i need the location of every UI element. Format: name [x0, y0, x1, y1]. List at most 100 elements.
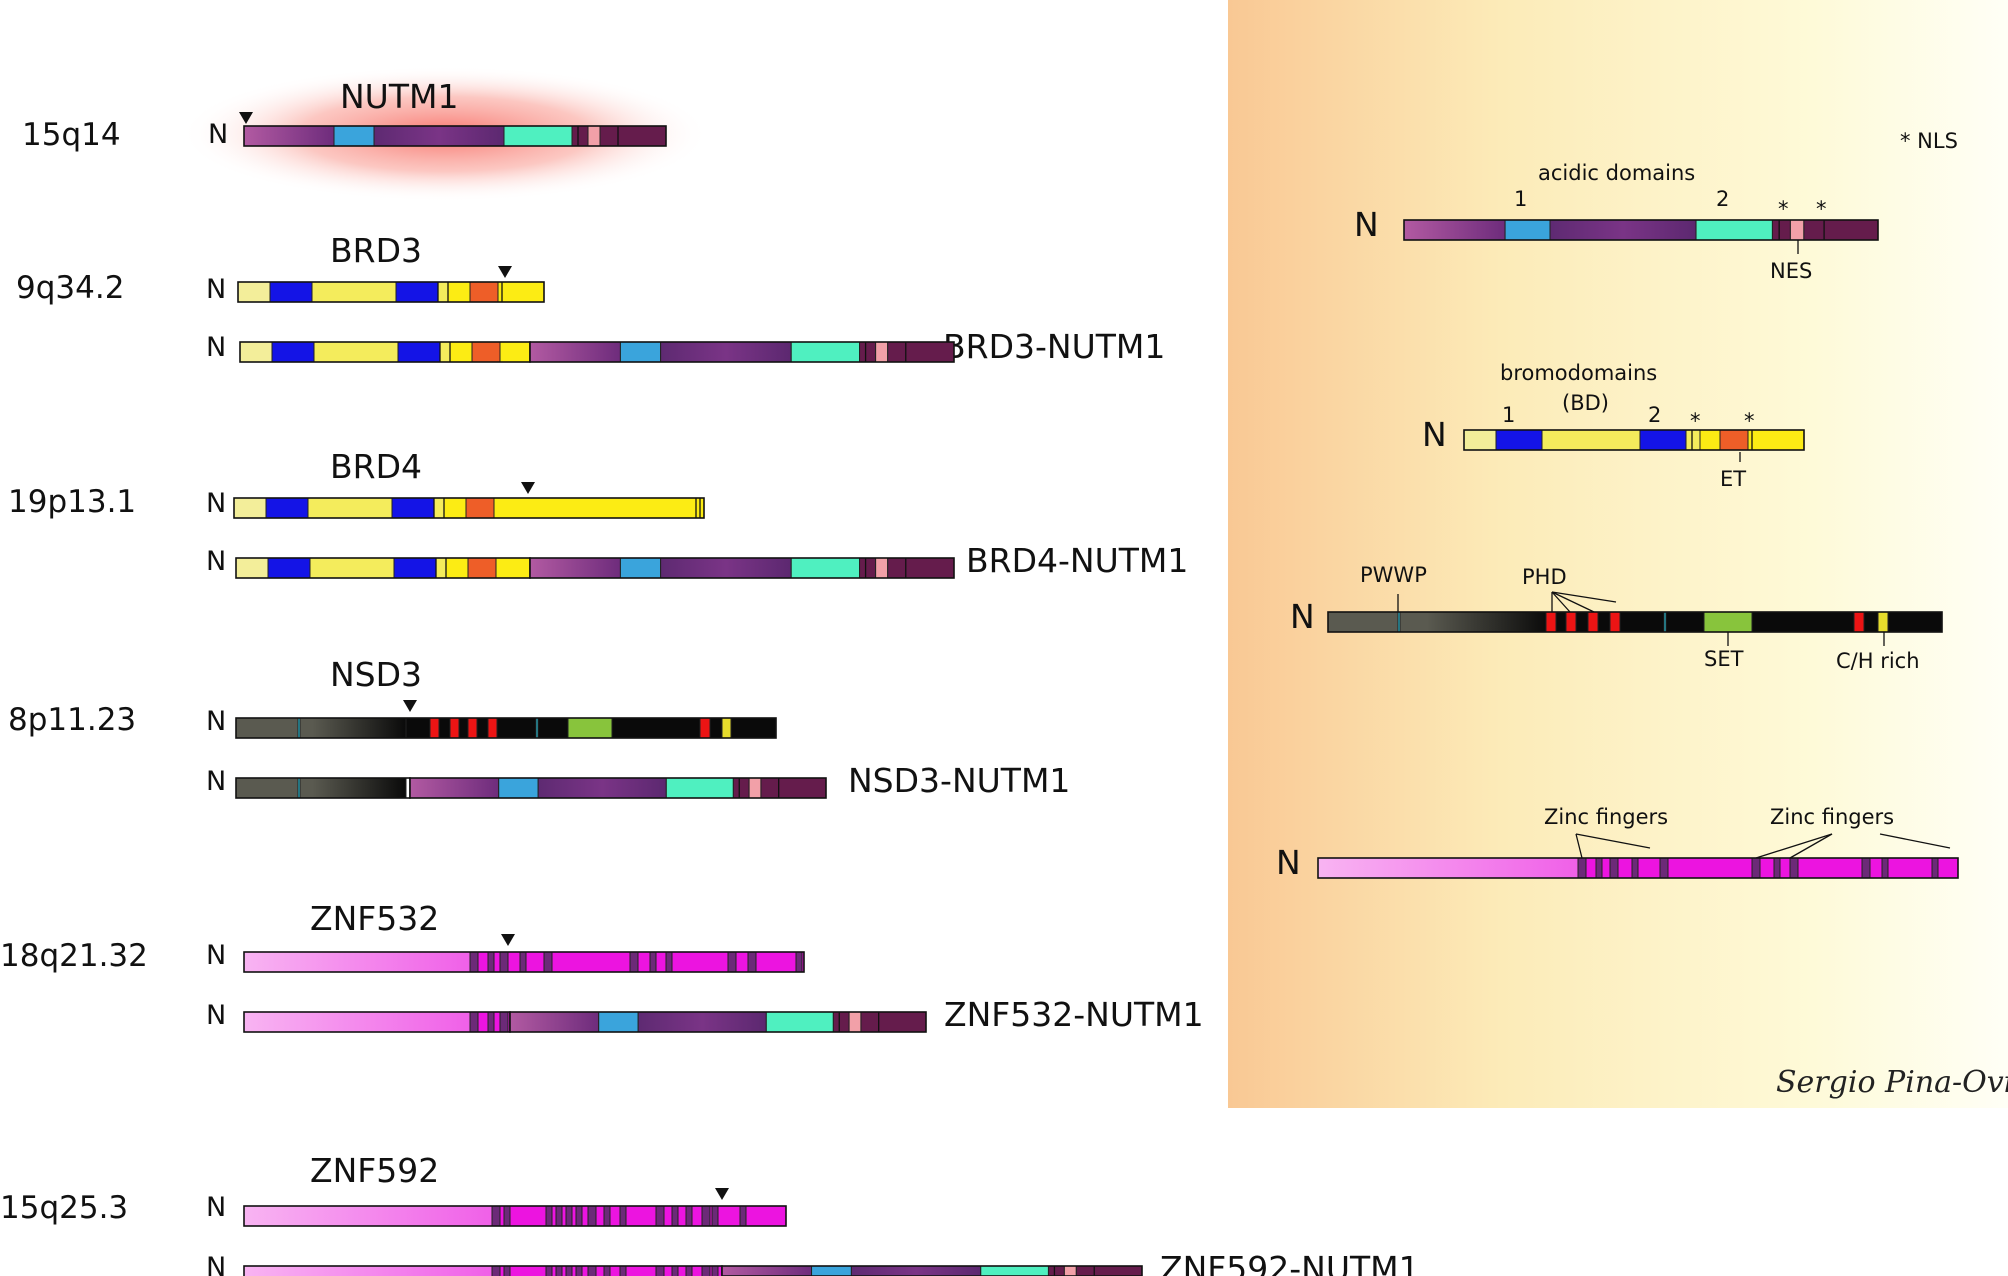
znf592-wt-zinc-finger-11 [671, 1205, 679, 1227]
brd3-fusion-linker [449, 341, 473, 363]
gene-name-brd4: BRD4 [330, 447, 422, 486]
brd4-fusion-inter-bd [309, 557, 395, 579]
znf592-wt-zinc-finger-8 [603, 1205, 611, 1227]
znf532-fusion-nutm1-nes-region [848, 1011, 862, 1033]
znf532-fusion-nutm1-acidic-domain-2 [765, 1011, 834, 1033]
legend-n-terminus-nutm1: N [1354, 205, 1379, 244]
znf592-wt-zinc-finger-10 [655, 1205, 665, 1227]
legend-nsd-set-domain [1703, 611, 1753, 633]
protein-bars [233, 112, 1959, 1276]
znf592-fusion-zinc-finger-4 [555, 1265, 563, 1276]
legend-brd-outline [1463, 429, 1805, 451]
legend-nsd-phd-4 [1609, 611, 1621, 633]
znf532-fusion-nutm1-central-region [637, 1011, 767, 1033]
nsd3-wt-phd-1 [429, 717, 440, 739]
legend-n-terminus-brd: N [1422, 415, 1447, 454]
znf592-wt-zinc-finger-7 [587, 1205, 597, 1227]
nutm1-wt-nutm1-acidic-domain-2 [503, 125, 573, 147]
legend-znf-zinc-finger-11 [1931, 857, 1939, 879]
znf592-fusion-zinc-finger-3 [545, 1265, 553, 1276]
gene-name-znf592: ZNF592 [310, 1151, 439, 1190]
brd3-fusion-bromodomain-1 [271, 341, 315, 363]
znf592-fusion-n-region [243, 1265, 493, 1276]
znf592-fusion-zinc-finger-13 [701, 1265, 711, 1276]
legend-nsd-phd-1 [1545, 611, 1557, 633]
n-terminus-znf592: N [206, 1192, 226, 1223]
fusion-name-brd3-nutm1: BRD3-NUTM1 [943, 327, 1165, 366]
znf592-wt-zinc-finger-9 [619, 1205, 627, 1227]
znf592-fusion-zinc-finger-5 [565, 1265, 573, 1276]
brd4-wt-bromodomain-1 [265, 497, 309, 519]
legend-phd-leader-4 [1551, 591, 1617, 603]
bromodomain-number-2: 2 [1648, 403, 1661, 427]
legend-brd-bromodomain-1 [1495, 429, 1543, 451]
brd3-fusion-nls-1 [439, 341, 451, 363]
brd3-fusion-n-terminal [239, 341, 273, 363]
nutm1-wt-nutm1-nes-region [587, 125, 601, 147]
legend-brd-linker [1699, 429, 1721, 451]
znf592-wt-zinc-finger-4 [555, 1205, 563, 1227]
zinc-fingers-label-2: Zinc fingers [1770, 805, 1894, 829]
znf592-fusion-znf-outline [243, 1265, 723, 1276]
legend-nutm1-nutm1-linker [1771, 219, 1791, 241]
locus-label-nsd3: 8p11.23 [8, 702, 136, 738]
znf592-fusion-zinc-finger-10 [655, 1265, 665, 1276]
znf532-fusion-zinc-finger-1 [469, 1011, 479, 1033]
znf532-wt-zinc-finger-5 [543, 951, 553, 973]
znf592-wt-zinc-finger-6 [575, 1205, 583, 1227]
legend-zinc1-leader-2 [1575, 833, 1651, 849]
gene-name-nsd3: NSD3 [330, 655, 422, 694]
pwwp-label: PWWP [1360, 563, 1427, 587]
nsd3-fusion-nutm1-acidic-domain-2 [665, 777, 734, 799]
brd4-wt-bromodomain-2 [391, 497, 435, 519]
brd4-fusion-n-terminal [235, 557, 269, 579]
nsd3-wt-phd-5 [699, 717, 711, 739]
legend-nsd-phd-3 [1587, 611, 1599, 633]
brd4-fusion-nutm1-c-terminal-region [887, 557, 955, 579]
legend-nutm1-nutm1-acidic-domain-1 [1504, 219, 1551, 241]
znf592-wt-zinc-finger-14 [711, 1205, 719, 1227]
brd3-wt-outline [237, 281, 545, 303]
znf592-wt-zinc-finger-1 [491, 1205, 501, 1227]
set-domain-label: SET [1704, 647, 1744, 671]
fusion-name-nsd3-nutm1: NSD3-NUTM1 [848, 761, 1070, 800]
legend-znf-zinc-finger-8 [1789, 857, 1799, 879]
znf592-fusion-nutm1-acidic-domain-1 [811, 1265, 852, 1276]
legend-brd-bromodomain-2 [1639, 429, 1687, 451]
brd4-fusion-linker [445, 557, 469, 579]
nsd3-fusion-pwwp-region [235, 777, 407, 799]
brd3-wt-nls-1 [437, 281, 449, 303]
legend-znf-zinc-finger-4 [1631, 857, 1639, 879]
n-terminus-nutm1: N [208, 119, 228, 150]
znf532-fusion-nutm1-outline [509, 1011, 927, 1033]
brd3-wt-n-terminal [237, 281, 271, 303]
brd4-fusion-nutm1-n-region [529, 557, 621, 579]
nsd3-fusion-nutm1-acidic-domain-1 [498, 777, 539, 799]
brd4-wt-et-domain [465, 497, 495, 519]
legend-zinc2-leader-2 [1789, 833, 1833, 859]
fusion-name-znf592-nutm1: ZNF592-NUTM1 [1160, 1249, 1420, 1276]
znf592-fusion-nutm1-c-terminal-region [1075, 1265, 1143, 1276]
znf532-wt-zinc-finger-1 [469, 951, 479, 973]
nes-label: NES [1770, 259, 1812, 283]
brd4-fusion-nutm1-outline [529, 557, 955, 579]
legend-nsd-ch-rich [1877, 611, 1889, 633]
brd4-fusion-nutm1-acidic-domain-2 [790, 557, 861, 579]
gene-name-brd3: BRD3 [330, 231, 422, 270]
brd4-fusion-bromodomain-1 [267, 557, 311, 579]
znf592-fusion-zinc-finger-2 [503, 1265, 511, 1276]
nsd3-wt-phd-2 [449, 717, 460, 739]
brd-nls-star-1: * [1690, 409, 1701, 433]
znf532-fusion-zinc-finger-3 [499, 1011, 509, 1033]
legend-znf-zinc-finger-9 [1861, 857, 1871, 879]
znf592-fusion-nutm1-outline [721, 1265, 1143, 1276]
znf532-wt-zinc-finger-9 [727, 951, 737, 973]
legend-brd-n-terminal [1463, 429, 1497, 451]
znf532-wt-zinc-finger-3 [499, 951, 509, 973]
znf592-fusion-nutm1-nes-region [1063, 1265, 1077, 1276]
brd3-wt-c-terminal [497, 281, 545, 303]
znf532-wt-zinc-finger-4 [519, 951, 527, 973]
gene-name-znf532: ZNF532 [310, 899, 439, 938]
znf532-wt-outline [243, 951, 805, 973]
brd3-breakpoint-arrow [498, 266, 512, 278]
